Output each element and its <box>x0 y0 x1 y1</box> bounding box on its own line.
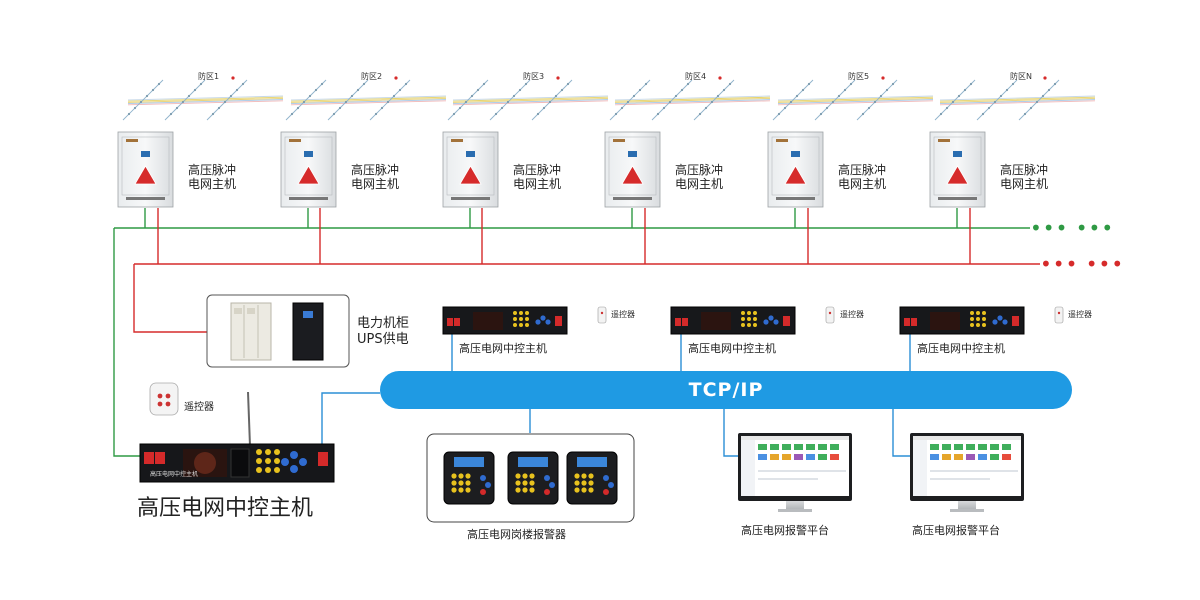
guard-alarm-device-1 <box>443 451 495 505</box>
red-continuation-dots: ••• ••• <box>1040 252 1125 276</box>
pulse-host-cabinet-5 <box>767 131 824 208</box>
pulse-host-label-6: 高压脉冲电网主机 <box>1000 163 1048 191</box>
fence-zone-2 <box>285 76 447 121</box>
pulse-host-label-5: 高压脉冲电网主机 <box>838 163 886 191</box>
zone-label-1: 防区1 <box>198 72 220 81</box>
zone-label-3: 防区3 <box>523 72 545 81</box>
pulse-host-label-line2: 电网主机 <box>351 177 400 191</box>
platform-label-1: 高压电网报警平台 <box>741 524 829 537</box>
remote-label-main: 遥控器 <box>184 402 214 413</box>
pulse-host-cabinet-2 <box>280 131 337 208</box>
fence-zone-4 <box>609 76 771 121</box>
alarm-platform-monitors <box>738 433 1024 512</box>
pulse-host-label-line1: 高压脉冲 <box>675 163 724 177</box>
zone-label-6: 防区N <box>1010 72 1032 81</box>
alarm-platform-monitor-2 <box>910 433 1024 512</box>
fence-zone-3 <box>447 76 609 121</box>
pulse-host-label-line2: 电网主机 <box>675 177 724 191</box>
guard-alarm-devices <box>443 451 618 505</box>
zone-label-2: 防区2 <box>361 72 383 81</box>
remote-label-1: 遥控器 <box>611 310 635 319</box>
remote-control-1 <box>597 306 607 324</box>
pulse-host-label-line1: 高压脉冲 <box>1000 163 1049 177</box>
fence-zone-5 <box>772 76 934 121</box>
pulse-host-cabinet-6 <box>929 131 986 208</box>
central-host-label-3: 高压电网中控主机 <box>917 342 1005 355</box>
pulse-host-cabinet-4 <box>604 131 661 208</box>
main-host-title: 高压电网中控主机 <box>137 496 314 521</box>
pulse-host-label-line2: 电网主机 <box>513 177 562 191</box>
power-box <box>206 294 350 368</box>
remote-controls <box>149 306 1064 416</box>
pulse-host-label-line1: 高压脉冲 <box>513 163 562 177</box>
pulse-host-label-1: 高压脉冲电网主机 <box>188 163 236 191</box>
pulse-host-label-line1: 高压脉冲 <box>188 163 237 177</box>
remote-label-2: 遥控器 <box>840 310 864 319</box>
pulse-host-label-line2: 电网主机 <box>1000 177 1049 191</box>
fence-zone-1 <box>122 76 284 121</box>
blue-network-lines <box>321 334 912 457</box>
tcp-ip-network: TCP/IP <box>380 371 1072 409</box>
central-hosts <box>442 306 1025 335</box>
power-label-line2: UPS供电 <box>357 332 409 347</box>
green-bus-line <box>113 227 1030 457</box>
remote-control-3 <box>1054 306 1064 324</box>
bus-lines <box>113 208 1040 457</box>
guard-alarm-label: 高压电网岗楼报警器 <box>467 528 566 541</box>
pulse-host-label-4: 高压脉冲电网主机 <box>675 163 723 191</box>
fence-zone-6 <box>934 76 1096 121</box>
main-central-host <box>139 391 335 483</box>
green-continuation-dots: ••• ••• <box>1030 216 1115 240</box>
pulse-host-label-3: 高压脉冲电网主机 <box>513 163 561 191</box>
pulse-host-cabinet-3 <box>442 131 499 208</box>
pulse-host-label-line2: 电网主机 <box>188 177 237 191</box>
central-host-unit-3 <box>899 306 1025 335</box>
central-host-unit-1 <box>442 306 568 335</box>
central-host-label-2: 高压电网中控主机 <box>688 342 776 355</box>
remote-control-2 <box>825 306 835 324</box>
remote-control-main <box>149 382 179 416</box>
platform-label-2: 高压电网报警平台 <box>912 524 1000 537</box>
pulse-host-cabinet-1 <box>117 131 174 208</box>
main-host-plate: 高压电网中控主机 <box>150 471 199 478</box>
pulse-host-cabinets <box>117 131 986 208</box>
power-label: 电力机柜 UPS供电 <box>357 316 409 348</box>
central-host-label-1: 高压电网中控主机 <box>459 342 547 355</box>
pulse-host-label-line2: 电网主机 <box>838 177 887 191</box>
alarm-platform-monitor-1 <box>738 433 852 512</box>
guard-alarm-device-3 <box>566 451 618 505</box>
remote-label-3: 遥控器 <box>1068 310 1092 319</box>
central-host-unit-2 <box>670 306 796 335</box>
pulse-host-label-2: 高压脉冲电网主机 <box>351 163 399 191</box>
power-label-line1: 电力机柜 <box>357 316 410 331</box>
pulse-host-label-line1: 高压脉冲 <box>838 163 887 177</box>
pulse-host-label-line1: 高压脉冲 <box>351 163 400 177</box>
red-bus-line <box>133 263 1040 333</box>
guard-alarm-device-2 <box>507 451 559 505</box>
fence-zones <box>122 76 1096 121</box>
zone-label-4: 防区4 <box>685 72 707 81</box>
zone-label-5: 防区5 <box>848 72 870 81</box>
